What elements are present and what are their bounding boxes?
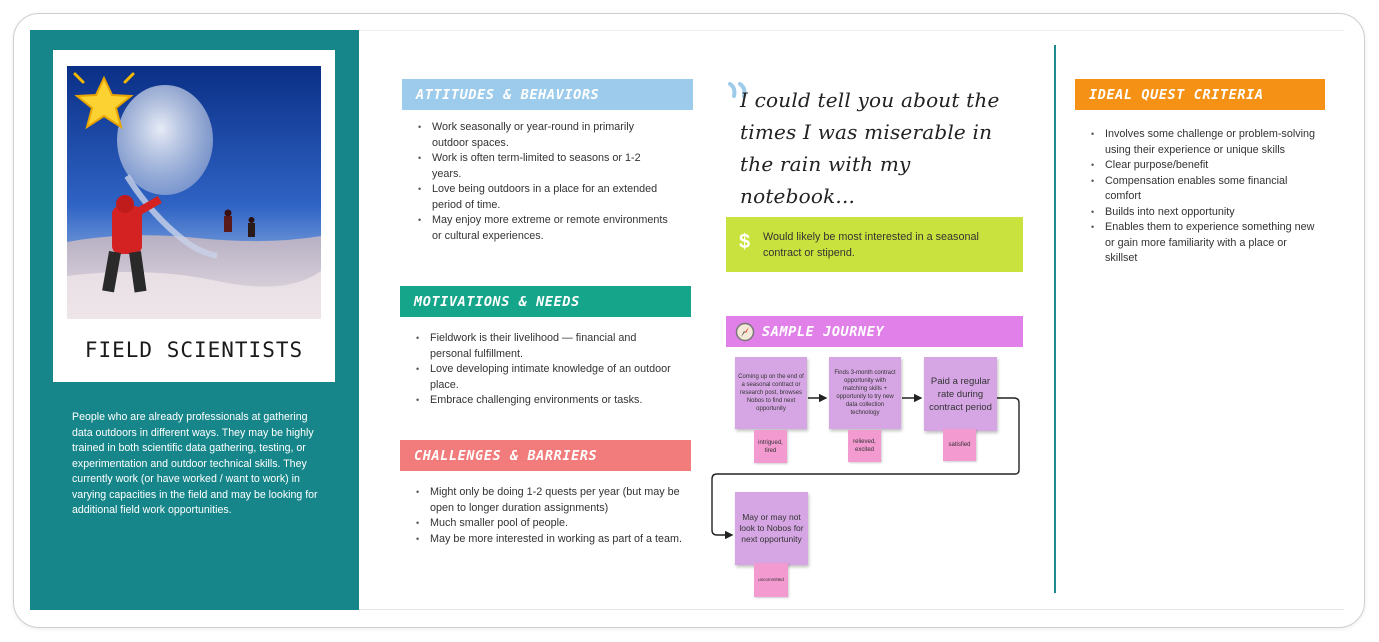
journey-emotion-4: uncommitted — [754, 563, 788, 597]
list-item: Fieldwork is their livelihood — financia… — [416, 331, 678, 362]
list-item: Love being outdoors in a place for an ex… — [418, 182, 668, 213]
persona-photo — [67, 66, 321, 319]
list-item: Builds into next opportunity — [1091, 205, 1316, 221]
journey-step-2: Finds 3-month contract opportunity with … — [829, 357, 901, 429]
journey-step-1: Coming up on the end of a seasonal contr… — [735, 357, 807, 429]
column-divider — [1054, 45, 1056, 593]
journey-step-4: May or may not look to Nobos for next op… — [735, 492, 808, 565]
journey-emotion-3: satisfied — [943, 429, 976, 461]
list-item: Love developing intimate knowledge of an… — [416, 362, 678, 393]
persona-description: People who are already professionals at … — [72, 411, 318, 516]
compass-icon — [735, 322, 755, 346]
list-item: Involves some challenge or problem-solvi… — [1091, 127, 1316, 158]
top-rule — [359, 30, 1344, 31]
challenges-list: Might only be doing 1-2 quests per year … — [416, 485, 686, 547]
list-item: Work is often term-limited to seasons or… — [418, 151, 668, 182]
journey-emotion-1: intrigued, tired — [754, 430, 787, 463]
list-item: Embrace challenging environments or task… — [416, 393, 678, 409]
persona-title: FIELD SCIENTISTS — [84, 338, 304, 362]
list-item: Enables them to experience something new… — [1091, 220, 1316, 267]
list-item: May be more interested in working as par… — [416, 532, 686, 548]
journey-header: SAMPLE JOURNEY — [726, 316, 1023, 347]
motivations-list: Fieldwork is their livelihood — financia… — [416, 331, 678, 409]
list-item: Compensation enables some financial comf… — [1091, 174, 1316, 205]
motivations-header: MOTIVATIONS & NEEDS — [400, 286, 691, 317]
ideal-criteria-header: IDEAL QUEST CRITERIA — [1075, 79, 1325, 110]
attitudes-list: Work seasonally or year-round in primari… — [418, 120, 668, 244]
dollar-icon: $ — [739, 231, 751, 253]
list-item: May enjoy more extreme or remote environ… — [418, 213, 668, 244]
list-item: Might only be doing 1-2 quests per year … — [416, 485, 686, 516]
journey-header-label: SAMPLE JOURNEY — [762, 323, 885, 340]
journey-step-3: Paid a regular rate during contract peri… — [924, 357, 997, 431]
challenges-header: CHALLENGES & BARRIERS — [400, 440, 691, 471]
quote-mark-icon — [728, 82, 750, 104]
journey-connectors — [711, 393, 1020, 540]
journey-emotion-2: relieved, excited — [848, 430, 881, 462]
list-item: Much smaller pool of people. — [416, 516, 686, 532]
list-item: Work seasonally or year-round in primari… — [418, 120, 668, 151]
persona-quote: I could tell you about the times I was m… — [740, 88, 1000, 208]
compensation-text: Would likely be most interested in a sea… — [763, 231, 979, 259]
star-icon — [71, 68, 141, 142]
ideal-criteria-list: Involves some challenge or problem-solvi… — [1091, 127, 1316, 267]
attitudes-header: ATTITUDES & BEHAVIORS — [402, 79, 693, 110]
list-item: Clear purpose/benefit — [1091, 158, 1316, 174]
bottom-rule — [359, 609, 1344, 610]
compensation-box — [726, 217, 1023, 272]
